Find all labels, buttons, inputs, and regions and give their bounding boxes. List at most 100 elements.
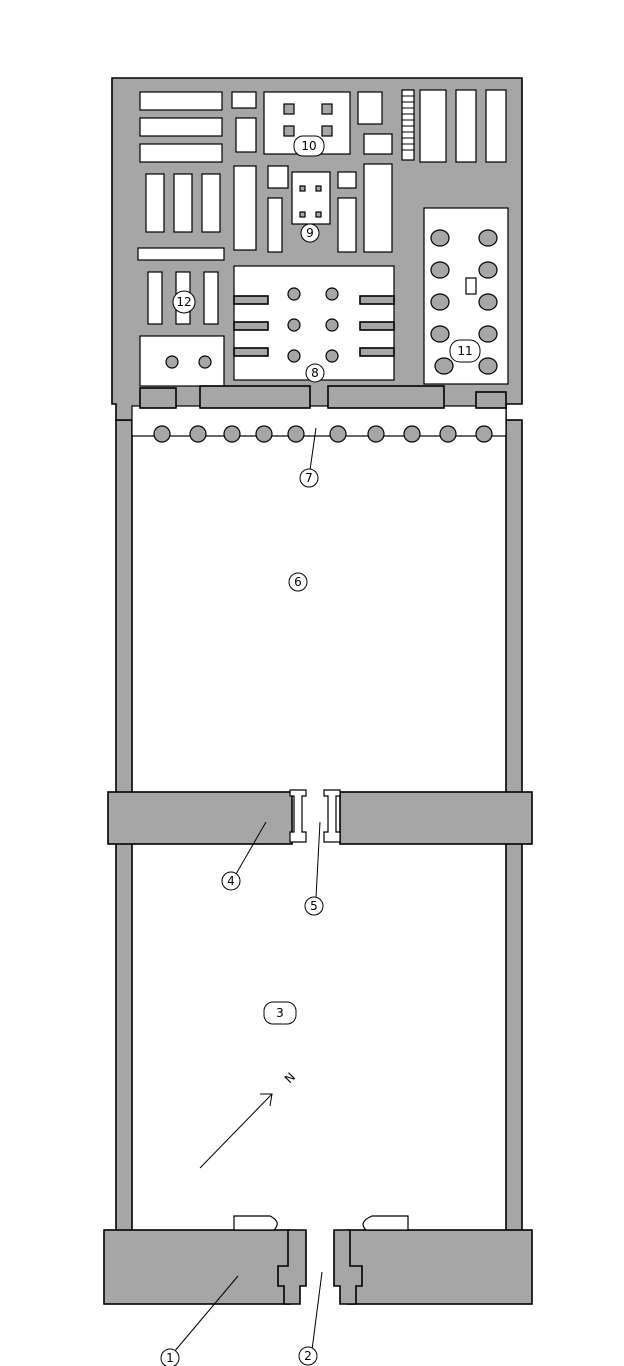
badge-8 — [305, 363, 325, 383]
first-court-east-basin — [362, 1215, 409, 1231]
label-3: 3 — [276, 1006, 284, 1020]
west-wall-upper — [115, 419, 133, 801]
room-9-ne-cell — [337, 171, 357, 189]
w-chapel-b — [173, 173, 193, 233]
enclosure-walls — [115, 419, 523, 1233]
leader-5 — [315, 821, 321, 899]
hall8-column — [287, 318, 301, 332]
first-pylon-west-tower — [103, 1229, 291, 1305]
ne-chapel-c — [485, 89, 507, 163]
room9-pillar — [299, 185, 306, 192]
badge-10 — [293, 135, 325, 157]
badge-3 — [263, 1001, 297, 1025]
second-pylon — [107, 789, 533, 845]
portico-column — [367, 425, 385, 443]
portico-colonnade — [153, 425, 493, 443]
portico-column — [189, 425, 207, 443]
room-9 — [291, 171, 331, 225]
label-7: 7 — [305, 471, 313, 485]
portico-column — [255, 425, 273, 443]
portico-column — [439, 425, 457, 443]
first-court-west-basin — [233, 1215, 278, 1231]
hall11-column — [478, 357, 498, 375]
label-4: 4 — [227, 874, 235, 888]
hall11-column — [430, 293, 450, 311]
w-chapel-a — [145, 173, 165, 233]
label-11: 11 — [457, 344, 472, 358]
second-pylon-west-tower — [107, 791, 293, 845]
central-room-e — [363, 133, 393, 155]
room10-pillar — [283, 125, 295, 137]
first-pylon-east-tower — [347, 1229, 533, 1305]
central-room-w — [235, 117, 257, 153]
label-6: 6 — [294, 575, 302, 589]
badge-4 — [221, 871, 241, 891]
hall11-column — [430, 261, 450, 279]
leader-2 — [311, 1271, 323, 1351]
room9-pillar — [315, 185, 322, 192]
second-gate-west-jamb — [289, 789, 307, 843]
badge-9 — [300, 223, 320, 243]
label-10: 10 — [301, 139, 316, 153]
hall11-column — [478, 229, 498, 247]
hall8-column — [325, 287, 339, 301]
hall8-spur — [233, 347, 269, 357]
label-badges: 1 2 3 4 5 6 7 8 9 10 11 12 — [160, 135, 481, 1366]
portico-column — [403, 425, 421, 443]
ne-chapel-a — [419, 89, 447, 163]
hall12-chapel-c — [203, 271, 219, 325]
hall11-altar — [465, 277, 477, 295]
hall12-column — [165, 355, 179, 369]
nw-chapel-1 — [139, 91, 223, 111]
east-wall-upper — [505, 419, 523, 801]
hall12-chapel-a — [147, 271, 163, 325]
first-gate-east-jamb — [333, 1229, 363, 1305]
hall11-column — [430, 325, 450, 343]
central-room-nw — [231, 91, 257, 109]
ne-chapel-b — [455, 89, 477, 163]
badge-2 — [298, 1346, 318, 1366]
second-gate-east-jamb — [323, 789, 341, 843]
first-gate-west-jamb — [277, 1229, 307, 1305]
label-2: 2 — [304, 1349, 312, 1363]
portico-wall-segment — [475, 391, 507, 409]
portico-column — [223, 425, 241, 443]
leader-4 — [235, 821, 267, 875]
hall8-column — [287, 287, 301, 301]
hall8-spur — [233, 295, 269, 305]
central-room-ne — [357, 91, 383, 125]
portico-column — [153, 425, 171, 443]
label-1: 1 — [166, 1351, 174, 1365]
w-corridor — [137, 247, 225, 261]
nw-chapel-2 — [139, 117, 223, 137]
hall11-column — [478, 293, 498, 311]
north-arrow-head — [260, 1093, 273, 1107]
badge-6 — [288, 572, 308, 592]
hall12-column — [198, 355, 212, 369]
room9-pillar — [299, 211, 306, 218]
hall8-spur — [233, 321, 269, 331]
hall8-column — [325, 318, 339, 332]
hall8-spur — [359, 321, 395, 331]
second-pylon-east-tower — [339, 791, 533, 845]
east-wall-lower — [505, 839, 523, 1233]
label-5: 5 — [310, 899, 318, 913]
portico-wall-segment — [327, 385, 445, 409]
badge-7 — [299, 468, 319, 488]
first-pylon — [103, 1215, 533, 1305]
hall8-spur — [359, 347, 395, 357]
room10-pillar — [321, 103, 333, 115]
label-9: 9 — [306, 226, 314, 240]
hall11-column — [478, 325, 498, 343]
inner-temple — [111, 77, 523, 437]
west-wall-lower — [115, 839, 133, 1233]
hall8-column — [287, 349, 301, 363]
hall11-column — [478, 261, 498, 279]
hall11-column — [430, 229, 450, 247]
portico-wall-segment — [139, 387, 177, 409]
hall8-column — [325, 349, 339, 363]
nw-chapel-3 — [139, 143, 223, 163]
hall-12-room — [139, 335, 225, 387]
leader-7 — [309, 427, 317, 471]
